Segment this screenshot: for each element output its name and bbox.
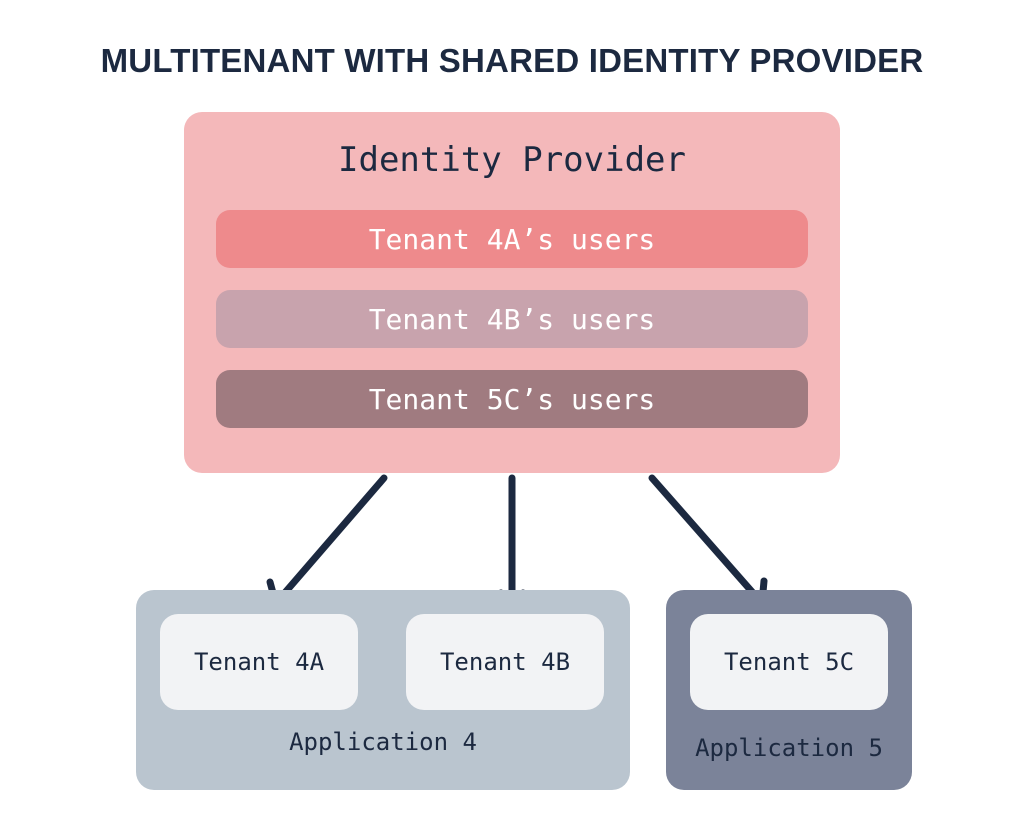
user-pool-tenant-4b: Tenant 4B’s users: [216, 290, 808, 348]
identity-provider-box: Identity Provider Tenant 4A’s users Tena…: [184, 112, 840, 473]
identity-provider-label: Identity Provider: [338, 140, 686, 180]
tenant-5c-box: Tenant 5C: [690, 614, 888, 710]
application-5-box: Tenant 5C Application 5: [666, 590, 912, 790]
arrow-to-tenant-5c: [648, 474, 765, 606]
user-pool-tenant-5c: Tenant 5C’s users: [216, 370, 808, 428]
tenant-4a-box: Tenant 4A: [160, 614, 358, 710]
arrow-to-tenant-4a: [272, 474, 388, 607]
application-4-box: Tenant 4A Tenant 4B Application 4: [136, 590, 630, 790]
application-4-label: Application 4: [289, 728, 477, 756]
user-pool-tenant-4a: Tenant 4A’s users: [216, 210, 808, 268]
application-5-label: Application 5: [695, 734, 883, 762]
tenant-4b-box: Tenant 4B: [406, 614, 604, 710]
diagram-title: MULTITENANT WITH SHARED IDENTITY PROVIDE…: [100, 42, 924, 79]
